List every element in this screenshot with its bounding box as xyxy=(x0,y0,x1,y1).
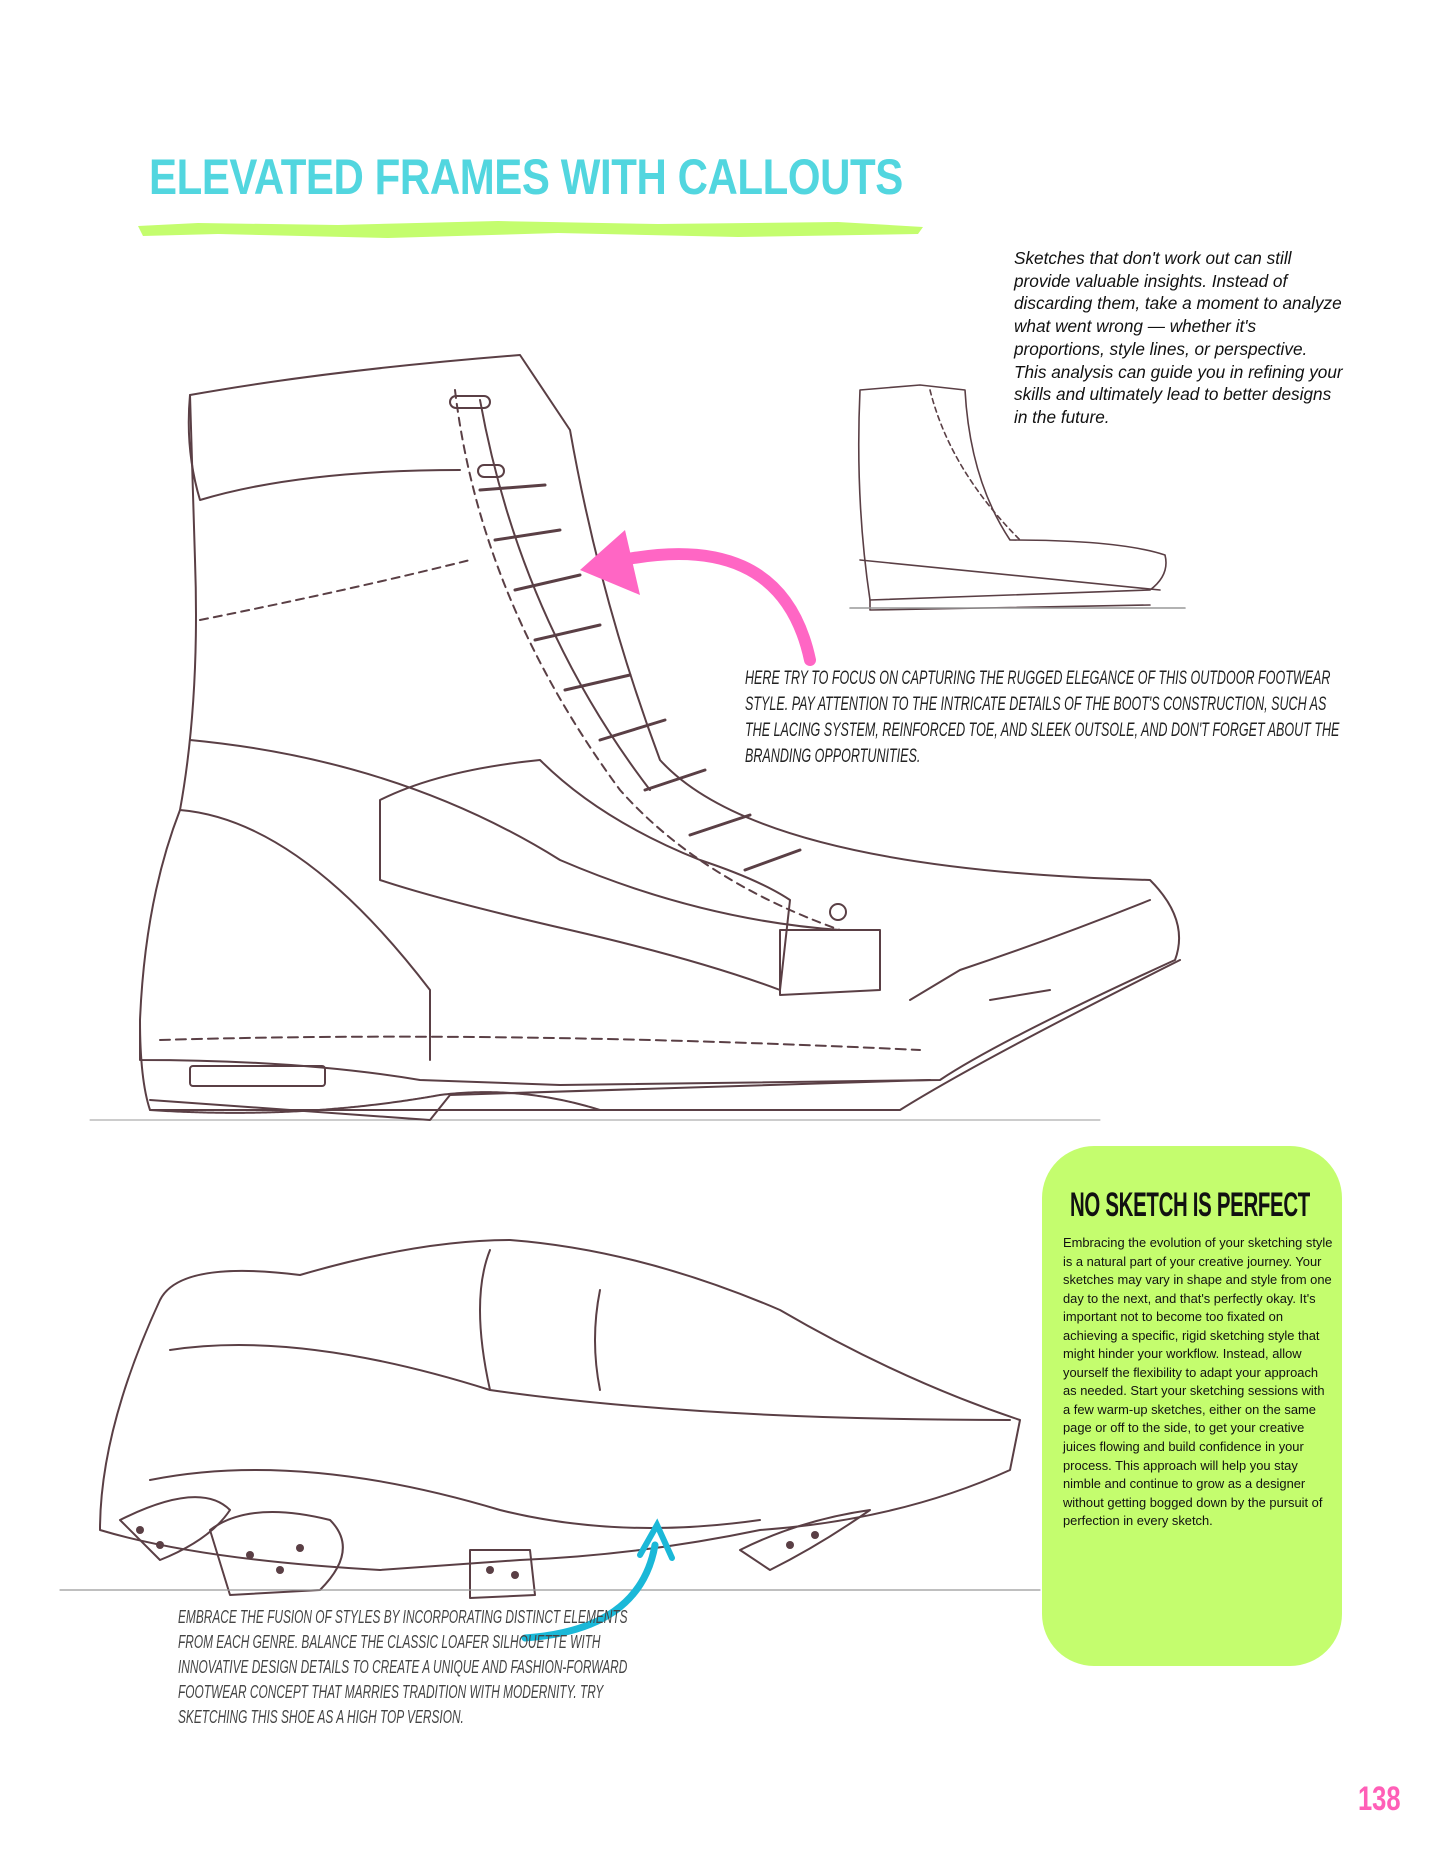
loafer-callout: Embrace the fusion of styles by incorpor… xyxy=(178,1607,628,1732)
small-boot-sketch xyxy=(849,384,1186,611)
tip-box: NO SKETCH IS PERFECT Embracing the evolu… xyxy=(1042,1146,1342,1666)
boot-sketch xyxy=(89,354,1181,1121)
page-title: ELEVATED FRAMES WITH CALLOUTS xyxy=(149,149,903,205)
blue-arrowhead xyxy=(637,1518,675,1561)
callout-line: innovative design details to create a un… xyxy=(178,1657,628,1677)
pink-arrow xyxy=(594,548,816,666)
callout-line: branding opportunities. xyxy=(745,746,921,767)
callout-line: Here try to focus on capturing the rugge… xyxy=(745,668,1331,689)
callout-line: style. Pay attention to the intricate de… xyxy=(745,694,1327,715)
boot-callout: Here try to focus on capturing the rugge… xyxy=(745,668,1339,772)
page-number: 138 xyxy=(1358,1780,1401,1818)
pink-arrowhead xyxy=(580,530,640,595)
callout-line: Embrace the fusion of styles by incorpor… xyxy=(178,1607,628,1627)
blue-arrow xyxy=(521,1541,659,1642)
callout-line: footwear concept that marries tradition … xyxy=(178,1682,604,1702)
callout-line: from each genre. Balance the classic loa… xyxy=(178,1632,601,1652)
side-note: Sketches that don't work out can still p… xyxy=(1014,248,1343,427)
title-brush-underline xyxy=(138,221,923,238)
loafer-sketch xyxy=(59,1239,1041,1599)
tip-box-title: NO SKETCH IS PERFECT xyxy=(1070,1186,1310,1224)
tip-box-body: Embracing the evolution of your sketchin… xyxy=(1063,1235,1333,1529)
callout-line: sketching this shoe as a high top versio… xyxy=(178,1707,464,1727)
callout-line: the lacing system, reinforced toe, and s… xyxy=(745,720,1340,741)
